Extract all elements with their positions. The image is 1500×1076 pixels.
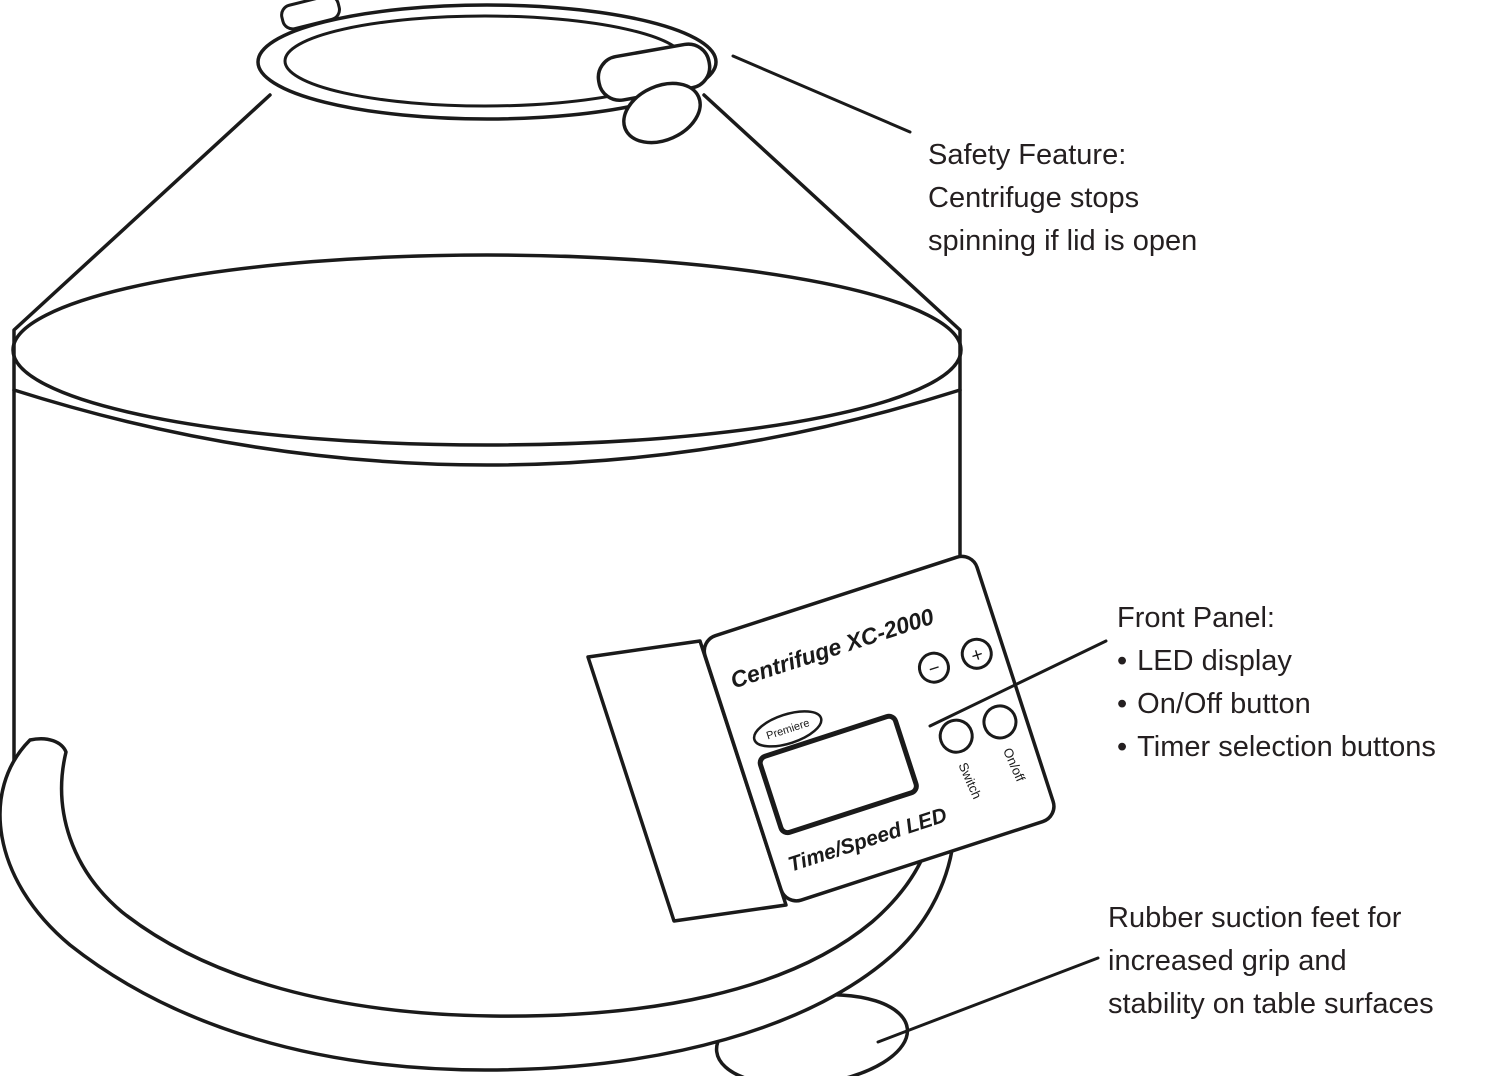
shoulder-rim: [11, 253, 963, 447]
front-panel-annotation: Front Panel: • LED display • On/Off butt…: [1117, 597, 1436, 769]
safety-annotation: Safety Feature: Centrifuge stops spinnin…: [928, 134, 1197, 263]
front-panel-annotation-item-text: Timer selection buttons: [1137, 731, 1436, 763]
front-panel-annotation-item: • Timer selection buttons: [1117, 726, 1436, 769]
front-panel-annotation-title: Front Panel:: [1117, 602, 1275, 634]
bullet-glyph: •: [1117, 645, 1128, 677]
shoulder-rim-lower-edge: [12, 388, 962, 467]
front-panel-annotation-item-text: On/Off button: [1137, 688, 1311, 720]
front-panel-annotation-item: • LED display: [1117, 640, 1436, 683]
callout-line-safety: [731, 54, 912, 134]
switch-button: [938, 718, 974, 754]
front-panel-annotation-item: • On/Off button: [1117, 683, 1436, 726]
safety-annotation-line: spinning if lid is open: [928, 225, 1198, 257]
power-button: [982, 704, 1018, 740]
timer-plus-button: [960, 637, 993, 670]
bullet-glyph: •: [1117, 688, 1128, 720]
timer-minus-button: [917, 651, 950, 684]
feet-annotation-line: stability on table surfaces: [1108, 988, 1434, 1020]
lid-latch-tab: [622, 81, 702, 145]
safety-annotation-line: Centrifuge stops: [928, 182, 1140, 214]
feet-annotation: Rubber suction feet for increased grip a…: [1108, 897, 1434, 1026]
front-panel-annotation-item-text: LED display: [1137, 645, 1292, 677]
bullet-glyph: •: [1117, 731, 1128, 763]
lid-hinge-clip: [280, 0, 341, 31]
body-left-edge: [12, 93, 272, 770]
feet-annotation-line: increased grip and: [1108, 945, 1347, 977]
callout-line-feet: [876, 956, 1100, 1044]
brand-badge: [752, 710, 823, 748]
callout-line-front-panel: [928, 639, 1108, 728]
safety-annotation-line: Safety Feature:: [928, 139, 1127, 171]
feet-annotation-line: Rubber suction feet for: [1108, 902, 1402, 934]
led-display: [757, 713, 919, 836]
